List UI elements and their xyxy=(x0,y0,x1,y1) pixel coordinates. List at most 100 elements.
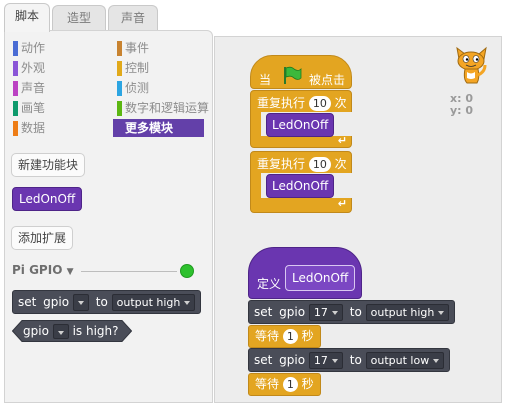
pin-dropdown[interactable]: 17 xyxy=(308,304,343,321)
block-text: is high? xyxy=(72,324,119,338)
category-looks[interactable]: 外观 xyxy=(9,59,99,77)
category-list: 动作 事件 外观 控制 声音 侦测 画笔 数字和逻辑运算 xyxy=(5,35,212,139)
custom-block-call[interactable]: LedOnOff xyxy=(266,113,335,137)
when-flag-clicked-block[interactable]: 当 被点击 xyxy=(250,55,352,89)
category-data[interactable]: 数据 xyxy=(9,119,99,137)
wait-seconds-input[interactable]: 1 xyxy=(282,377,298,392)
palette-gpio-high-block[interactable]: gpio is high? xyxy=(12,320,132,342)
output-dropdown[interactable]: output high xyxy=(365,304,450,321)
add-extension-button[interactable]: 添加扩展 xyxy=(11,226,74,250)
custom-block-label: LedOnOff xyxy=(272,179,329,193)
category-motion[interactable]: 动作 xyxy=(9,39,99,57)
block-text: to xyxy=(349,305,362,319)
category-label: 外观 xyxy=(21,61,46,75)
pin-dropdown[interactable] xyxy=(72,294,89,311)
block-text: gpio xyxy=(43,295,70,309)
repeat-count-input[interactable]: 10 xyxy=(308,157,331,172)
tab-bar: 脚本 造型 声音 xyxy=(4,3,209,32)
custom-block-label: LedOnOff xyxy=(272,118,329,132)
pin-dropdown[interactable] xyxy=(52,324,69,339)
extension-divider xyxy=(81,271,177,272)
script-when-flag-clicked[interactable]: 当 被点击 重复执行 10 次 LedOnOff ↵ 重复执行 10 xyxy=(250,55,360,225)
repeat-unit: 次 xyxy=(334,157,347,171)
category-label: 事件 xyxy=(125,41,150,55)
wait-unit: 秒 xyxy=(301,377,314,391)
category-swatch xyxy=(13,61,18,76)
wait-seconds-input[interactable]: 1 xyxy=(282,329,298,344)
category-swatch xyxy=(117,81,122,96)
category-sound[interactable]: 声音 xyxy=(9,79,99,97)
set-gpio-block[interactable]: set gpio 17 to output high xyxy=(248,300,456,324)
custom-block-call[interactable]: LedOnOff xyxy=(266,174,335,198)
category-label: 画笔 xyxy=(21,101,46,115)
category-label: 控制 xyxy=(125,61,150,75)
set-gpio-block[interactable]: set gpio 17 to output low xyxy=(248,348,451,372)
category-pen[interactable]: 画笔 xyxy=(9,99,99,117)
define-prototype-block[interactable]: LedOnOff xyxy=(285,265,356,291)
block-text: set xyxy=(18,295,37,309)
define-block[interactable]: 定义 LedOnOff xyxy=(248,247,362,299)
category-swatch xyxy=(13,81,18,96)
block-text: gpio xyxy=(279,305,306,319)
block-text: set xyxy=(254,305,273,319)
block-content: gpio is high? xyxy=(23,323,119,339)
script-define-ledonoff[interactable]: 定义 LedOnOff set gpio 17 to output high 等… xyxy=(248,247,458,397)
hat-label-left: 当 xyxy=(259,73,272,87)
make-block-button[interactable]: 新建功能块 xyxy=(11,153,86,177)
palette-set-gpio-block[interactable]: set gpio to output high xyxy=(12,290,202,314)
block-text: gpio xyxy=(279,353,306,367)
category-swatch xyxy=(117,41,122,56)
repeat-header: 重复执行 10 次 xyxy=(257,156,347,172)
repeat-label: 重复执行 xyxy=(257,157,306,171)
category-swatch xyxy=(117,61,122,76)
custom-block-label: LedOnOff xyxy=(19,192,76,206)
category-control[interactable]: 控制 xyxy=(113,59,203,77)
wait-label: 等待 xyxy=(255,329,280,343)
wait-block[interactable]: 等待 1 秒 xyxy=(248,373,321,396)
category-events[interactable]: 事件 xyxy=(113,39,203,57)
wait-label: 等待 xyxy=(255,377,280,391)
loop-arrow-icon: ↵ xyxy=(337,197,347,210)
y-coordinate: y: 0 xyxy=(450,104,474,117)
hat-label-right: 被点击 xyxy=(309,73,346,87)
output-dropdown[interactable]: output low xyxy=(365,352,445,369)
boolean-block-shape xyxy=(12,320,132,342)
wait-block[interactable]: 等待 1 秒 xyxy=(248,325,321,348)
category-operators[interactable]: 数字和逻辑运算 xyxy=(113,99,212,117)
block-text: gpio xyxy=(23,324,49,338)
repeat-header: 重复执行 10 次 xyxy=(257,95,347,111)
block-text: to xyxy=(349,353,362,367)
wait-unit: 秒 xyxy=(301,329,314,343)
pin-dropdown[interactable]: 17 xyxy=(308,352,343,369)
tab-sounds[interactable]: 声音 xyxy=(108,5,158,31)
prototype-label: LedOnOff xyxy=(292,271,349,285)
chevron-down-icon: ▼ xyxy=(66,267,74,277)
category-more-blocks[interactable]: 更多模块 xyxy=(113,119,204,137)
category-label: 更多模块 xyxy=(125,121,174,135)
category-label: 侦测 xyxy=(125,81,150,95)
category-swatch xyxy=(13,121,18,136)
block-text: set xyxy=(254,353,273,367)
loop-arrow-icon: ↵ xyxy=(337,134,347,147)
extension-name: Pi GPIO xyxy=(12,263,63,277)
sprite-cat-icon xyxy=(456,46,487,84)
category-label: 动作 xyxy=(21,41,46,55)
category-sensing[interactable]: 侦测 xyxy=(113,79,203,97)
define-label: 定义 xyxy=(257,277,282,291)
palette-custom-block[interactable]: LedOnOff xyxy=(12,187,83,211)
repeat-block[interactable]: 重复执行 10 次 LedOnOff ↵ xyxy=(250,90,352,148)
repeat-unit: 次 xyxy=(334,96,347,110)
extension-header[interactable]: Pi GPIO ▼ xyxy=(12,263,74,277)
output-dropdown[interactable]: output high xyxy=(111,294,196,311)
repeat-block[interactable]: 重复执行 10 次 LedOnOff ↵ xyxy=(250,151,352,213)
repeat-count-input[interactable]: 10 xyxy=(308,96,331,111)
green-flag-icon xyxy=(284,66,302,84)
tab-costumes[interactable]: 造型 xyxy=(52,5,106,31)
sprite-coordinates: x: 0 y: 0 xyxy=(450,93,473,117)
tab-scripts[interactable]: 脚本 xyxy=(4,3,50,32)
repeat-label: 重复执行 xyxy=(257,96,306,110)
category-label: 声音 xyxy=(21,81,46,95)
block-text: to xyxy=(95,295,108,309)
category-label: 数字和逻辑运算 xyxy=(125,101,210,115)
scripts-area[interactable]: x: 0 y: 0 当 被点击 重复执行 10 次 LedOnOff ↵ xyxy=(214,36,502,403)
